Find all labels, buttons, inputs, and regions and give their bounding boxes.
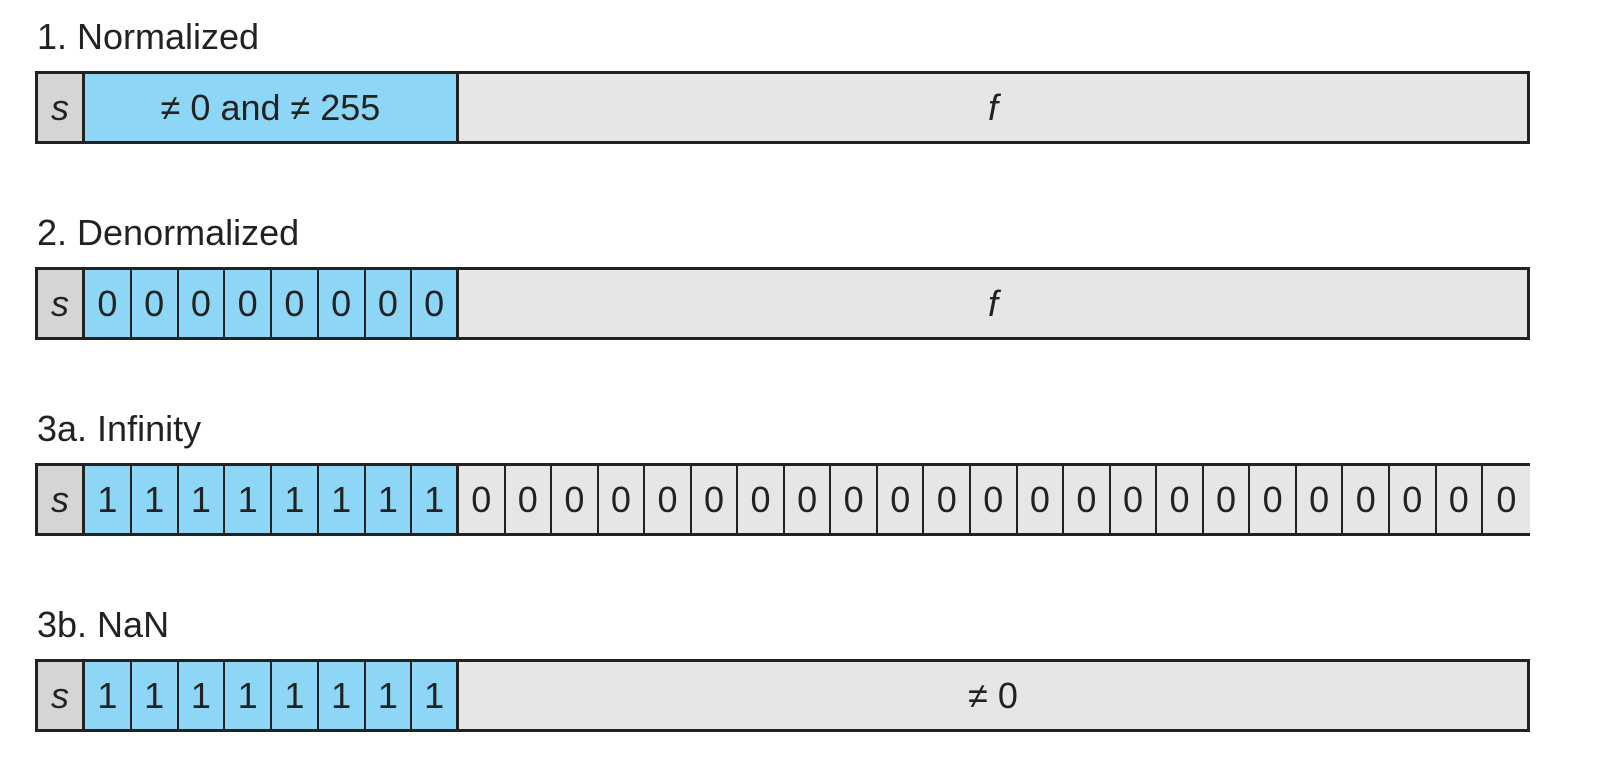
exponent-bit: 1 [225,662,272,729]
exponent-bit: 1 [131,662,179,729]
fraction-bit: 0 [691,466,739,533]
fraction-field: f [459,270,1527,337]
fraction-bit: 0 [1436,466,1484,533]
fraction-bit: 0 [1483,466,1530,533]
exponent-bit: 0 [131,270,179,337]
fraction-bit: 0 [924,466,972,533]
exponent-bit: 1 [225,466,272,533]
fraction-bit: 0 [1110,466,1158,533]
exponent-bit: 0 [225,270,272,337]
exponent-bit: 1 [412,466,459,533]
normalized-title: 1. Normalized [37,16,260,57]
fraction-bit: 0 [1296,466,1344,533]
fraction-field: f [459,74,1527,141]
fraction-bit: 0 [1064,466,1111,533]
fraction-bit: 0 [971,466,1018,533]
sign-bit: s [38,466,85,533]
infinity-title: 3a. Infinity [37,408,202,449]
exponent-bit: 0 [85,270,132,337]
exponent-bit: 1 [272,466,319,533]
fraction-bit: 0 [459,466,506,533]
fraction-bit: 0 [1250,466,1297,533]
exponent-field: ≠ 0 and ≠ 255 [85,74,459,141]
exponent-bit: 1 [318,662,366,729]
fraction-bit: 0 [831,466,878,533]
fraction-bit: 0 [552,466,599,533]
fraction-bit: 0 [1203,466,1251,533]
fraction-bit: 0 [645,466,692,533]
fraction-field: ≠ 0 [459,662,1527,729]
exponent-bit: 0 [365,270,413,337]
exponent-bit: 1 [131,466,179,533]
exponent-bit: 0 [178,270,226,337]
fraction-bit: 0 [598,466,646,533]
fraction-bit: 0 [1157,466,1204,533]
fraction-bit: 0 [877,466,925,533]
exponent-bit: 1 [318,466,366,533]
sign-bit: s [38,662,85,729]
normalized-bit-row: s ≠ 0 and ≠ 255 f [35,71,1530,144]
exponent-bit: 1 [365,662,413,729]
fraction-bit: 0 [1343,466,1390,533]
exponent-bit: 0 [412,270,459,337]
fraction-bit: 0 [1390,466,1437,533]
exponent-bit: 1 [178,662,226,729]
exponent-bit: 1 [272,662,319,729]
denormalized-bit-row: s 0 0 0 0 0 0 0 0 f [35,267,1530,340]
exponent-bit: 0 [318,270,366,337]
fraction-bit: 0 [505,466,553,533]
fraction-bit: 0 [1017,466,1065,533]
exponent-bit: 0 [272,270,319,337]
exponent-bit: 1 [85,662,132,729]
exponent-bit: 1 [178,466,226,533]
infinity-bit-row: s 1 1 1 1 1 1 1 1 0 0 0 0 0 0 0 0 0 0 0 … [35,463,1530,536]
fraction-bit: 0 [784,466,832,533]
denormalized-title: 2. Denormalized [37,212,300,253]
fraction-bit: 0 [738,466,785,533]
nan-title: 3b. NaN [37,604,170,645]
exponent-bit: 1 [412,662,459,729]
exponent-bit: 1 [365,466,413,533]
sign-bit: s [38,74,85,141]
exponent-bit: 1 [85,466,132,533]
nan-bit-row: s 1 1 1 1 1 1 1 1 ≠ 0 [35,659,1530,732]
sign-bit: s [38,270,85,337]
